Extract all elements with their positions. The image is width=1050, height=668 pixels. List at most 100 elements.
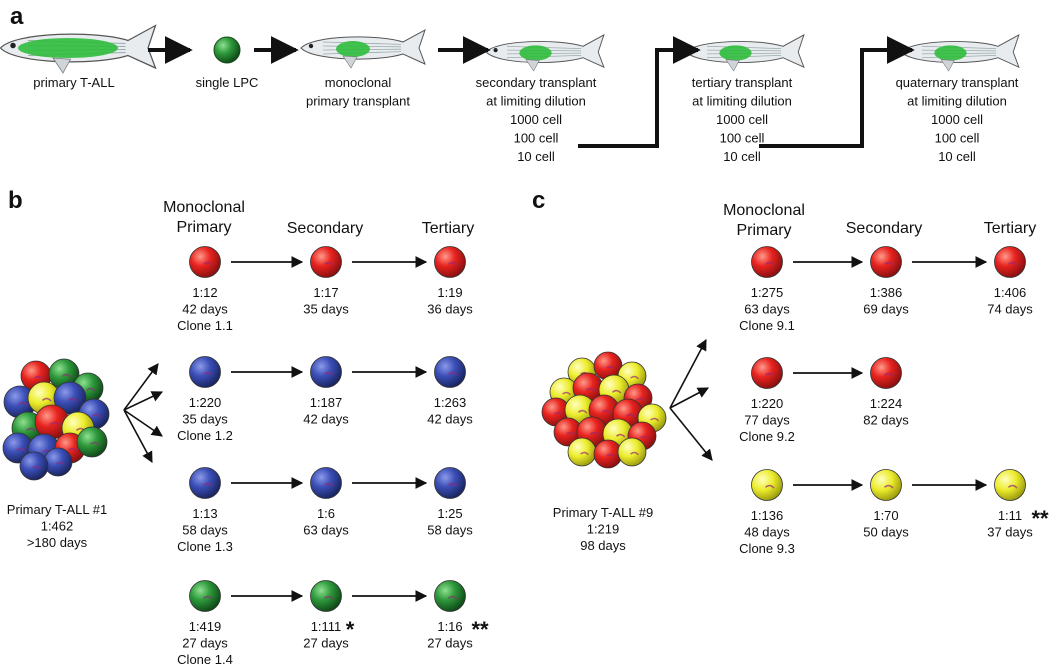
b-header-secondary: Secondary [287,220,364,237]
panel_b-row-2-tertiary-line-2: 42 days [427,412,473,427]
panel-label-b: b [8,187,23,214]
stage-5-label-line-1: tertiary transplant [692,75,793,90]
panel_c-row-1-tertiary-line-1: 1:406 [994,285,1027,300]
panel_b-row-4-primary-line-3: Clone 1.4 [177,652,233,667]
zebrafish-1 [0,24,157,74]
panel_b-row-3-primary-line-1: 1:13 [192,506,217,521]
b-branch-arrow-3 [123,409,163,437]
zebrafish-3 [485,33,605,72]
panel_b-row-2-tertiary-line-1: 1:263 [434,395,467,410]
panel_b-row-1-tertiary-cell [434,246,466,278]
stage-6-label-line-5: 10 cell [938,149,976,164]
panel_c-row-1-primary-line-1: 1:275 [751,285,784,300]
panel_c-row-1-primary-cell [751,246,783,278]
panel_c-row-3-primary-line-3: Clone 9.3 [739,541,795,556]
stage-6-label-line-3: 1000 cell [931,112,983,127]
panel_b-row-2-primary-line-1: 1:220 [189,395,222,410]
panel_b-row-3-secondary-line-1: 1:6 [317,506,335,521]
stage-4-label-line-2: at limiting dilution [486,94,586,109]
c-source-line-2: 1:219 [587,522,620,537]
stage-6-label-line-4: 100 cell [935,131,980,146]
c-branch-arrow-3 [669,407,713,461]
c-cluster-cell-13 [553,417,583,447]
stage-3-label-line-1: monoclonal [325,75,392,90]
panel-label-c: c [532,187,545,214]
panel_b-row-4-secondary-cell [310,580,342,612]
panel_b-row-1-primary-line-2: 42 days [182,302,228,317]
panel_b-row-1-primary-line-1: 1:12 [192,285,217,300]
stage-3-label-line-2: primary transplant [306,94,410,109]
panel_c-row-2-secondary-line-2: 82 days [863,413,909,428]
b-primary-tall-cluster [2,358,110,481]
panel_b-row-3-secondary-line-2: 63 days [303,523,349,538]
panel_c-row-2-primary-cell [751,357,783,389]
zebrafish-5 [900,33,1020,72]
panel_c-row-3-secondary-line-1: 1:70 [873,508,898,523]
c-branch-arrow-2 [669,387,709,409]
single-lpc-cell [213,36,241,64]
panel_b-row-2-secondary-cell [310,356,342,388]
panel_c-row-1-secondary-line-2: 69 days [863,302,909,317]
zebrafish-4 [685,33,805,72]
panel_b-row-3-tertiary-line-2: 58 days [427,523,473,538]
b-cluster-cell-15 [43,447,73,477]
panel_b-row-1-tertiary-line-1: 1:19 [437,285,462,300]
b-branch-arrows [123,363,164,463]
panel_c-row-3-tertiary-line-2: 37 days [987,525,1033,540]
stage-6-label-line-2: at limiting dilution [907,94,1007,109]
panel_b-row-3-primary-line-3: Clone 1.3 [177,539,233,554]
stage-5-label-line-4: 100 cell [720,131,765,146]
panel_c-row-2-secondary-cell [870,357,902,389]
panel_b-row-4-tertiary-significance: ** [471,617,489,642]
panel_b-row-2-secondary-line-2: 42 days [303,412,349,427]
panel_b-row-4-secondary-line-2: 27 days [303,636,349,651]
panel_b-row-3-primary-line-2: 58 days [182,523,228,538]
panel_b-row-2-primary-cell [189,356,221,388]
stage-4-label-line-3: 1000 cell [510,112,562,127]
panel_b-row-4-primary-line-1: 1:419 [189,619,222,634]
panel_c-row-2-primary-line-1: 1:220 [751,396,784,411]
panel_c-row-3-secondary-line-2: 50 days [863,525,909,540]
zebrafish-2 [300,28,426,69]
panel_b-row-1-tertiary-line-2: 36 days [427,302,473,317]
panel_b-row-3-tertiary-cell [434,467,466,499]
panel_c-row-3-secondary-cell [870,469,902,501]
panel_b-row-4-secondary-significance: * [346,617,355,642]
stage-6-label-line-1: quaternary transplant [896,75,1019,90]
b-cluster-cell-14 [76,426,108,458]
panel_b-row-1-primary-line-3: Clone 1.1 [177,318,233,333]
b-header-tertiary: Tertiary [422,220,474,237]
stage-4-label-line-5: 10 cell [517,149,555,164]
panel_b-row-2-tertiary-cell [434,356,466,388]
panel_b-row-4-tertiary-line-1: 1:16 [437,619,462,634]
panel_c-row-3-tertiary-line-1: 1:11 [998,508,1022,523]
panel_b-row-4-primary-cell [189,580,221,612]
c-source-line-3: 98 days [580,538,626,553]
c-branch-arrows [669,339,713,461]
panel_c-row-2-primary-line-2: 77 days [744,413,790,428]
panel_b-row-2-primary-line-3: Clone 1.2 [177,428,233,443]
panel_c-row-3-primary-line-2: 48 days [744,525,790,540]
b-header-monoclonal: Monoclonal [163,199,245,216]
c-branch-arrow-1 [669,339,707,409]
panel_b-row-3-secondary-cell [310,467,342,499]
panel_c-row-1-secondary-cell [870,246,902,278]
arrow-a-5 [759,36,915,148]
b-source-line-3: >180 days [27,535,88,550]
b-source-line-2: 1:462 [41,519,74,534]
stage-5-label-line-3: 1000 cell [716,112,768,127]
b-header-primary: Primary [176,219,231,236]
arrow-a-4 [578,36,701,148]
stage-5-label-line-5: 10 cell [723,149,761,164]
c-header-secondary: Secondary [846,220,923,237]
c-primary-tall-cluster [541,351,667,469]
c-header-tertiary: Tertiary [984,220,1036,237]
